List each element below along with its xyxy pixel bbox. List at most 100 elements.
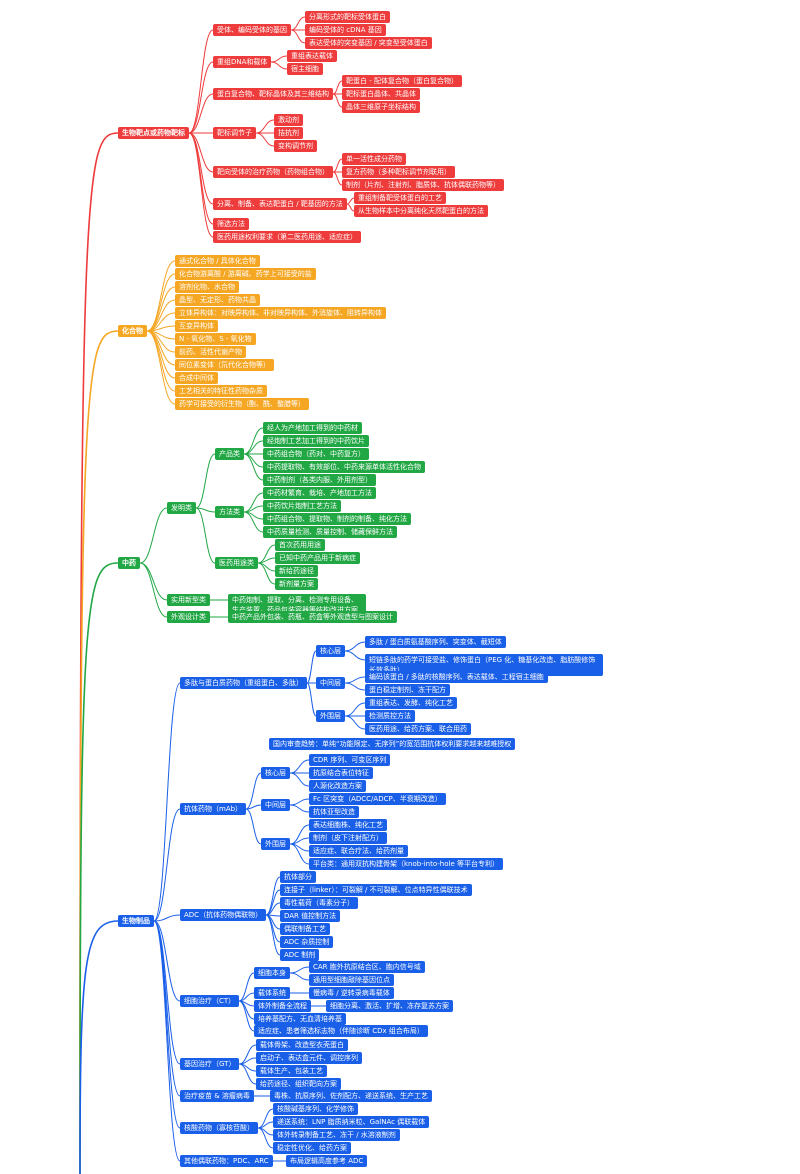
sub-branch-node[interactable]: 体外制备全流程 [254, 1000, 311, 1012]
leaf-node[interactable]: 中药产品外包装、药瓶、药盒等外观造型与图案设计 [228, 611, 397, 623]
leaf-node[interactable]: 制剂（片剂、注射剂、脂质体、抗体偶联药物等） [342, 179, 504, 191]
leaf-node[interactable]: 中药组合物、提取物、制剂的制备、纯化方法 [263, 513, 411, 525]
branch-node[interactable]: 医药用途权利要求（第二医药用途、适应症） [213, 231, 361, 243]
branch-node[interactable]: 受体、编码受体的基因 [213, 24, 291, 36]
sub-branch-node[interactable]: 中间层 [316, 677, 345, 689]
leaf-node[interactable]: 晶型、无定形、药物共晶 [175, 294, 260, 306]
leaf-node[interactable]: 化合物游离酸 / 游离碱、药学上可接受的盐 [175, 268, 316, 280]
leaf-node[interactable]: 单一活性成分药物 [342, 153, 406, 165]
leaf-node[interactable]: 中药饮片炮制工艺方法 [263, 500, 341, 512]
branch-node[interactable]: 实用新型类 [167, 594, 210, 606]
leaf-node[interactable]: 抗原结合表位特征 [309, 767, 373, 779]
leaf-node[interactable]: 载体骨架、改造型衣壳蛋白 [256, 1039, 348, 1051]
leaf-node[interactable]: ADC 杂质控制 [280, 936, 334, 948]
sub-branch-node[interactable]: 载体系统 [254, 987, 290, 999]
sub-branch-node[interactable]: 方法类 [215, 506, 244, 518]
leaf-node[interactable]: 毒株、抗原序列、佐剂配方、递送系统、生产工艺 [270, 1090, 432, 1102]
leaf-node[interactable]: 慢病毒 / 逆转录病毒载体 [309, 987, 394, 999]
sub-branch-node[interactable]: 中间层 [261, 799, 290, 811]
leaf-node[interactable]: 同位素变体（氘代化合物等） [175, 359, 274, 371]
leaf-node[interactable]: 人源化改造方案 [309, 780, 366, 792]
sub-branch-node[interactable]: 核心层 [261, 767, 290, 779]
leaf-node[interactable]: 表达细胞株、纯化工艺 [309, 819, 387, 831]
leaf-node[interactable]: 新给药途径 [275, 565, 318, 577]
leaf-node[interactable]: 中药炮制、提取、分离、检测专用设备、生产装置，药品包装容器等结构改进方案 [228, 594, 366, 616]
leaf-node[interactable]: DAR 值控制方法 [280, 910, 341, 922]
leaf-node[interactable]: 溶剂化物、水合物 [175, 281, 239, 293]
leaf-node[interactable]: 稳定性优化、给药方案 [273, 1142, 351, 1154]
branch-node[interactable]: ADC（抗体药物偶联物） [180, 909, 267, 921]
leaf-node[interactable]: 立体异构体：对映异构体、非对映异构体、外消旋体、阻转异构体 [175, 307, 386, 319]
branch-node[interactable]: 外观设计类 [167, 611, 210, 623]
leaf-node[interactable]: 分离形式的靶标受体蛋白 [305, 11, 390, 23]
section-node-biologics[interactable]: 生物制品 [118, 915, 154, 927]
branch-node[interactable]: 蛋白复合物、靶标晶体及其三维结构 [213, 88, 333, 100]
leaf-node[interactable]: 偶联制备工艺 [280, 923, 330, 935]
leaf-node[interactable]: 合成中间体 [175, 372, 218, 384]
leaf-node[interactable]: 工艺相关的特征性药物杂质 [175, 385, 267, 397]
leaf-node[interactable]: 制剂（皮下注射配方） [309, 832, 387, 844]
leaf-node[interactable]: 抗体部分 [280, 871, 316, 883]
leaf-node[interactable]: 编码受体的 cDNA 基因 [305, 24, 386, 36]
leaf-node[interactable]: 多肽 / 蛋白质氨基酸序列、突变体、截短体 [365, 636, 506, 648]
leaf-node[interactable]: 医药用途、给药方案、联合用药 [365, 723, 471, 735]
leaf-node[interactable]: 检测质控方法 [365, 710, 415, 722]
branch-node[interactable]: 重组DNA和载体 [213, 56, 272, 68]
leaf-node[interactable]: 新剂量方案 [275, 578, 318, 590]
leaf-node[interactable]: 毒性载荷（毒素分子） [280, 897, 358, 909]
sub-branch-node[interactable]: 细胞本身 [254, 967, 290, 979]
leaf-node[interactable]: 体外转录制备工艺、冻干 / 水溶液制剂 [273, 1129, 400, 1141]
branch-node[interactable]: 靶标调节子 [213, 127, 256, 139]
leaf-node[interactable]: 表达受体的突变基因 / 突变型受体蛋白 [305, 37, 432, 49]
section-node-compounds[interactable]: 化合物 [118, 325, 147, 337]
leaf-node[interactable]: 中药提取物、有效部位、中药来源单体活性化合物 [263, 461, 425, 473]
leaf-node[interactable]: 经炮制工艺加工得到的中药饮片 [263, 435, 369, 447]
leaf-node[interactable]: CAR 胞外抗原结合区、胞内信号域 [309, 961, 425, 973]
leaf-node[interactable]: 细胞分离、激活、扩增、冻存复苏方案 [326, 1000, 453, 1012]
leaf-node[interactable]: 重组表达、发酵、纯化工艺 [365, 697, 457, 709]
branch-node[interactable]: 分离、制备、表达靶蛋白 / 靶基因的方法 [213, 198, 347, 210]
leaf-node[interactable]: 从生物样本中分离纯化天然靶蛋白的方法 [354, 205, 488, 217]
leaf-node[interactable]: 重组制备靶受体蛋白的工艺 [354, 192, 446, 204]
sub-branch-node[interactable]: 适应症、患者筛选标志物（伴随诊断 CDx 组合布局） [254, 1025, 428, 1037]
branch-node[interactable]: 发明类 [167, 502, 196, 514]
leaf-node[interactable]: 靶蛋白 - 配体复合物（蛋白复合物） [342, 75, 462, 87]
branch-node[interactable]: 其他偶联药物：PDC、ARC [180, 1155, 273, 1167]
leaf-node[interactable]: 载体生产、包装工艺 [256, 1065, 327, 1077]
branch-node[interactable]: 筛选方法 [213, 218, 249, 230]
leaf-node[interactable]: 中药制剂（各类内服、外用剂型） [263, 474, 376, 486]
leaf-node[interactable]: 蛋白稳定制剂、冻干配方 [365, 684, 450, 696]
sub-branch-node[interactable]: 医药用途类 [215, 557, 258, 569]
leaf-node[interactable]: 编码该蛋白 / 多肽的核酸序列、表达载体、工程宿主细胞 [365, 671, 548, 683]
branch-node[interactable]: 多肽与蛋白质药物（重组蛋白、多肽） [180, 677, 307, 689]
leaf-node[interactable]: Fc 区突变（ADCC/ADCP、半衰期改造） [309, 793, 446, 805]
leaf-node[interactable]: ADC 制剂 [280, 949, 320, 961]
leaf-node[interactable]: 中药组合物（药对、中药复方） [263, 448, 369, 460]
sub-branch-node[interactable]: 产品类 [215, 448, 244, 460]
leaf-node[interactable]: 经人为产地加工得到的中药材 [263, 422, 362, 434]
leaf-node[interactable]: 复方药物（多种靶标调节剂联用） [342, 166, 455, 178]
leaf-node[interactable]: 晶体三维原子坐标结构 [342, 101, 420, 113]
leaf-node[interactable]: 重组表达载体 [287, 50, 337, 62]
section-node-tcm[interactable]: 中药 [118, 557, 140, 569]
leaf-node[interactable]: 中药质量检测、质量控制、储藏保鲜方法 [263, 526, 397, 538]
branch-node[interactable]: 治疗疫苗 & 溶瘤病毒 [180, 1090, 254, 1102]
leaf-node[interactable]: N - 氧化物、S - 氧化物 [175, 333, 256, 345]
sub-branch-node[interactable]: 核心层 [316, 645, 345, 657]
leaf-node[interactable]: 变构调节剂 [274, 140, 317, 152]
leaf-node[interactable]: 适应症、联合疗法、给药剂量 [309, 845, 408, 857]
leaf-node[interactable]: 递送系统：LNP 脂质纳米粒、GalNAc 偶联载体 [273, 1116, 430, 1128]
branch-node[interactable]: 抗体药物（mAb） [180, 803, 247, 815]
sub-branch-node[interactable]: 外围层 [316, 710, 345, 722]
leaf-node[interactable]: 连接子（linker）：可裂解 / 不可裂解、位点特异性偶联技术 [280, 884, 472, 896]
leaf-node[interactable]: 短链多肽的药学可接受盐、修饰蛋白（PEG 化、糖基化改造、脂肪酸修饰长效多肽） [365, 654, 603, 676]
leaf-node[interactable]: 启动子、表达盒元件、调控序列 [256, 1052, 362, 1064]
sub-branch-node[interactable]: 外围层 [261, 838, 290, 850]
branch-node[interactable]: 国内审查趋势：单纯“功能限定、无序列”的宽范围抗体权利要求越来越难授权 [269, 738, 516, 750]
leaf-node[interactable]: 靶标蛋白晶体、共晶体 [342, 88, 420, 100]
leaf-node[interactable]: 抗体亚型改造 [309, 806, 359, 818]
leaf-node[interactable]: 通用型细胞敲除基因位点 [309, 974, 394, 986]
leaf-node[interactable]: 平台类：通用双抗构建骨架（knob-into-hole 等平台专利） [309, 858, 504, 870]
leaf-node[interactable]: 中药材繁育、栽培、产地加工方法 [263, 487, 376, 499]
branch-node[interactable]: 靶向受体的治疗药物（药物组合物） [213, 166, 333, 178]
